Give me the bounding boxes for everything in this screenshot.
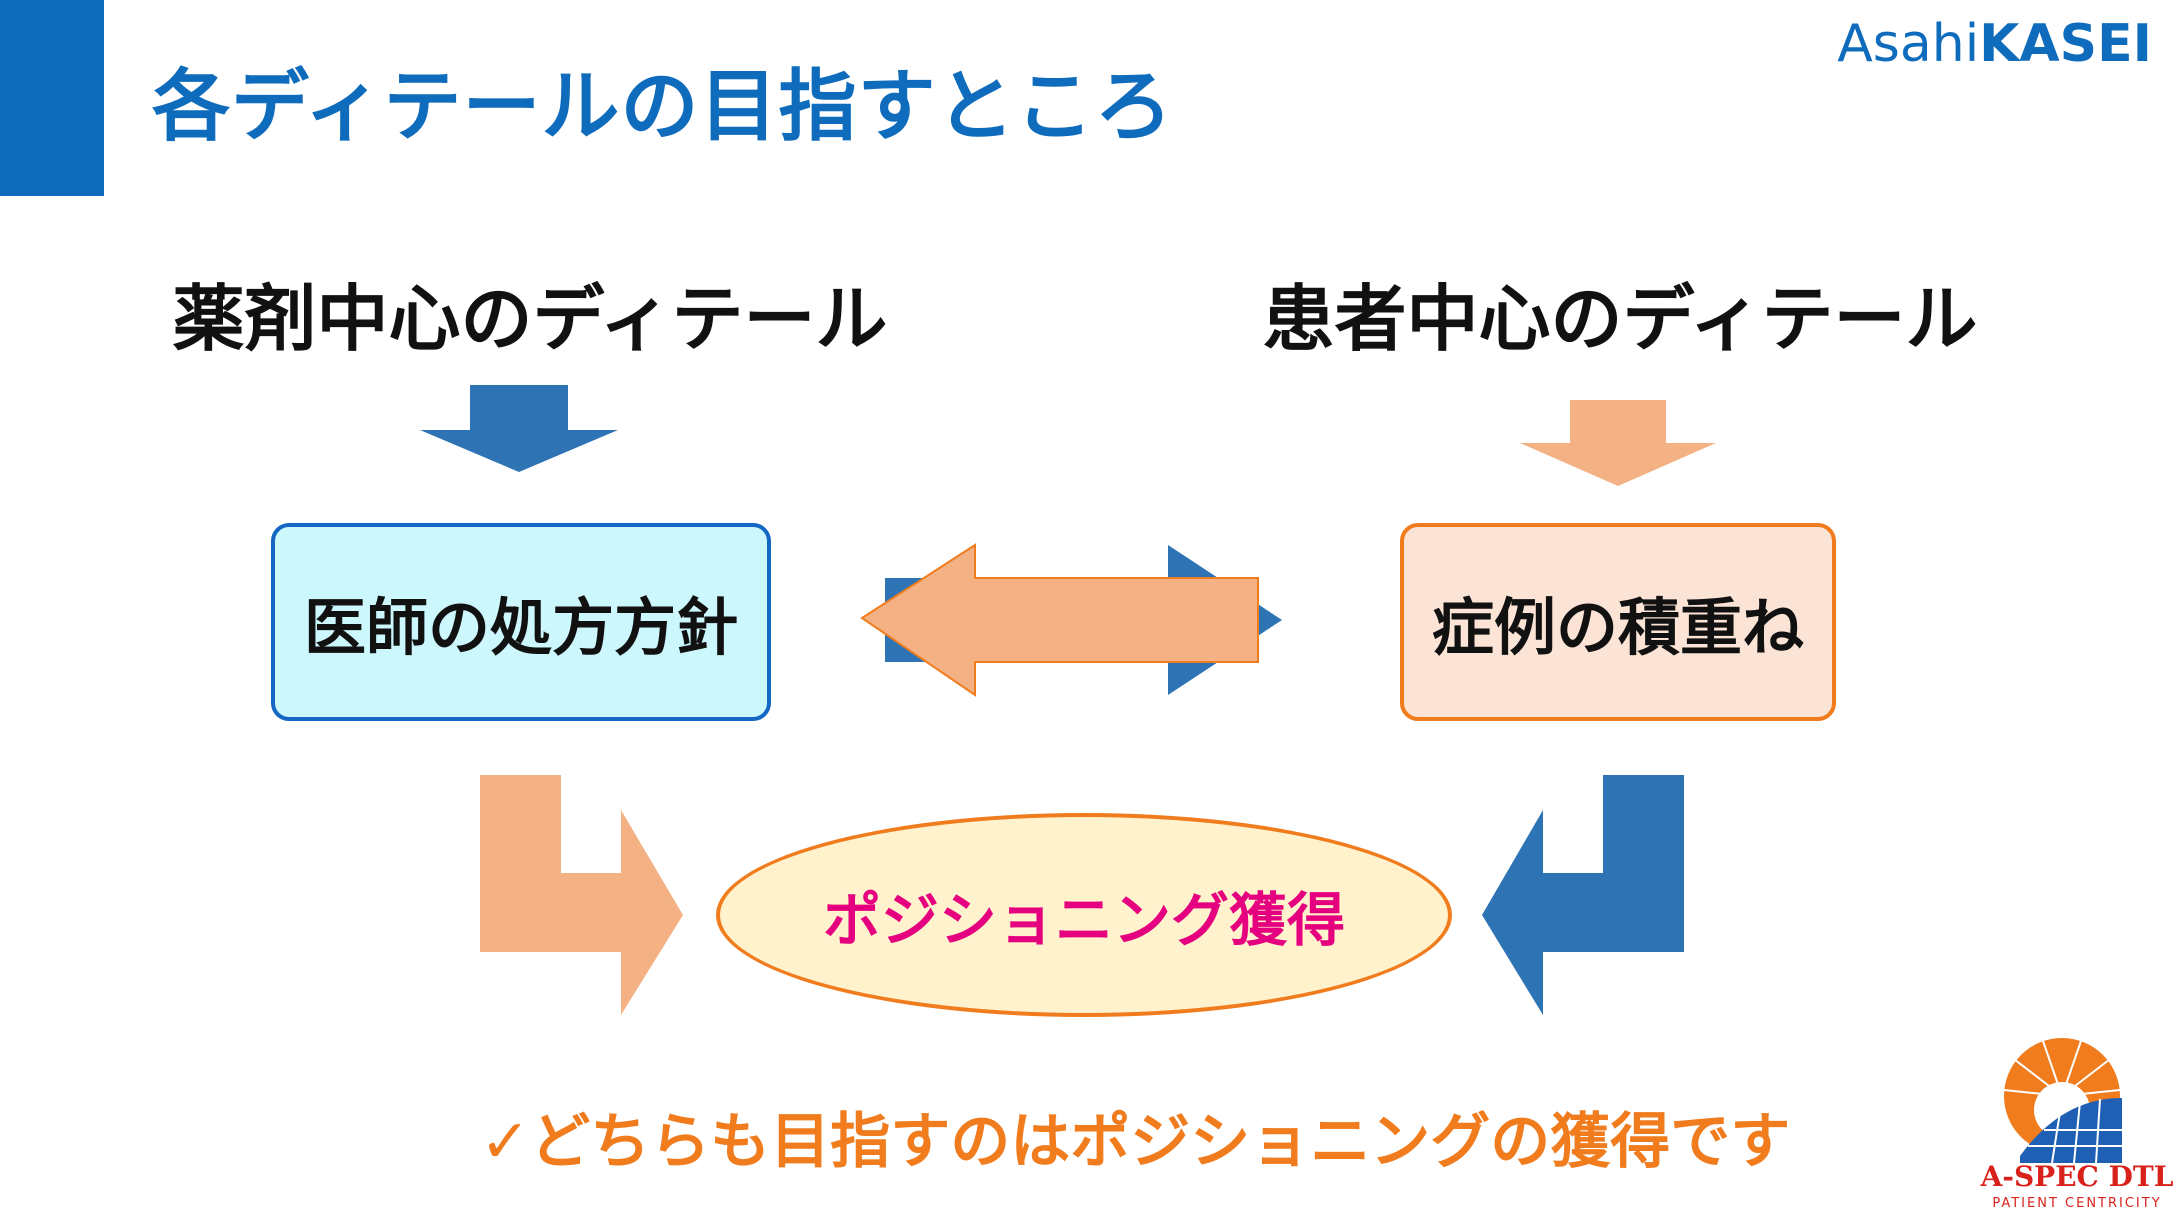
left-pointing-arrow	[860, 543, 1259, 697]
case-accumulation-box: 症例の積重ね	[1400, 523, 1836, 721]
logo-name: A-SPEC DTL	[1980, 1160, 2174, 1193]
bent-arrow-right	[1482, 775, 1684, 1015]
title-accent-bar	[0, 0, 104, 196]
logo-tagline: PATIENT CENTRICITY	[1992, 1196, 2162, 1211]
positioning-goal-oval: ポジショニング獲得	[716, 813, 1452, 1017]
doctor-prescribing-policy-box: 医師の処方方針	[271, 523, 771, 721]
down-arrow-left	[420, 385, 618, 472]
brand-logo: AsahiKASEI	[1837, 14, 2152, 74]
a-spec-sun-logo-icon	[2003, 1038, 2122, 1164]
bent-arrow-left	[480, 775, 683, 1015]
slide-title: 各ディテールの目指すところ	[152, 62, 1174, 152]
brand-logo-part2: KASEI	[1979, 14, 2152, 74]
down-arrow-right	[1520, 400, 1716, 486]
right-heading: 患者中心のディテール	[1262, 277, 1978, 361]
left-heading: 薬剤中心のディテール	[172, 277, 888, 361]
footer-note: ✓どちらも目指すのはポジショニングの獲得です	[480, 1107, 1791, 1177]
brand-logo-part1: Asahi	[1837, 14, 1980, 74]
